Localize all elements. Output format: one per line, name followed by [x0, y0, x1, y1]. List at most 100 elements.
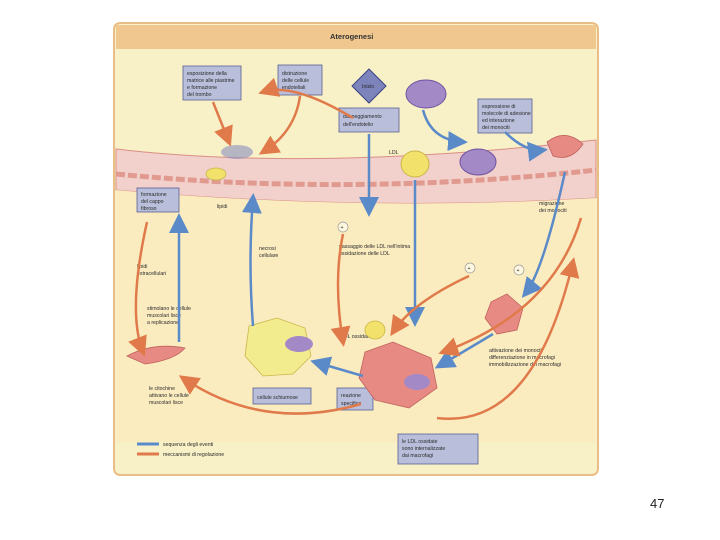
plus-marker: + [513, 264, 525, 276]
orange-arrow [128, 221, 149, 357]
svg-text:Inizio: Inizio [362, 84, 374, 90]
svg-text:lipidi: lipidi [137, 264, 147, 270]
intima-region [116, 190, 596, 442]
blue-arrow [504, 131, 548, 162]
macrophage-nucleus [404, 374, 430, 390]
macrophage-cell [358, 341, 438, 409]
box-adhesion-molecules: espressione di molecole di adesione ed i… [477, 98, 533, 134]
orange-arrow [390, 274, 470, 337]
svg-text:danneggiamento: danneggiamento [343, 114, 382, 120]
svg-text:dei monociti: dei monociti [482, 125, 510, 131]
svg-text:reazione: reazione [341, 393, 361, 399]
blue-arrow [241, 193, 262, 327]
label-ldl: LDL [389, 150, 399, 156]
svg-text:migrazione: migrazione [539, 201, 564, 207]
svg-text:endoteliali: endoteliali [282, 85, 305, 91]
monocyte-adhering [459, 148, 497, 176]
svg-text:dell'endotelio: dell'endotelio [343, 122, 373, 128]
lipid-droplet [205, 167, 227, 181]
endothelium-line [115, 167, 597, 188]
svg-text:muscolari lisce: muscolari lisce [147, 313, 181, 319]
svg-text:esposizione della: esposizione della [187, 71, 227, 77]
ox-ldl-particle [364, 320, 386, 340]
label-smooth-muscle-recruitment: stimolano le cellule muscolari lisce a r… [147, 306, 191, 326]
svg-text:cellule schiumose: cellule schiumose [257, 395, 298, 401]
monocyte-migrating [546, 135, 584, 158]
start-diamond: Inizio [351, 68, 387, 104]
svg-text:e formazione: e formazione [187, 85, 217, 91]
orange-arrow [438, 217, 583, 357]
svg-text:passaggio delle LDL nell'intim: passaggio delle LDL nell'intima [339, 244, 410, 250]
box-specific-reaction: reazione specifica [336, 387, 374, 411]
box-foam-cells: cellule schiumose [252, 387, 312, 405]
svg-text:+: + [341, 225, 344, 231]
svg-text:dei monociti: dei monociti [539, 208, 567, 214]
svg-text:muscolari lisce: muscolari lisce [149, 400, 183, 406]
orange-arrow [330, 233, 351, 347]
orange-arrow [258, 95, 302, 155]
svg-text:attivazione dei monociti: attivazione dei monociti [489, 348, 543, 354]
svg-text:attivano le cellule: attivano le cellule [149, 393, 189, 399]
svg-text:ed interazione: ed interazione [482, 118, 515, 124]
legend-regulation-label: meccanismi di regolazione [163, 452, 224, 458]
blue-arrow [421, 109, 468, 152]
svg-text:immobilizzazione dei macrofagi: immobilizzazione dei macrofagi [489, 362, 561, 368]
orange-arrow [258, 77, 354, 120]
platelet-cluster [221, 145, 253, 159]
svg-text:sono internalizzate: sono internalizzate [402, 446, 445, 452]
orange-arrow [436, 257, 580, 421]
atherogenesis-figure: Aterogenesi esposizione della matrice al… [113, 22, 599, 476]
svg-text:espressione di: espressione di [482, 104, 515, 110]
svg-text:le citochine: le citochine [149, 386, 175, 392]
box-fibrous-cap: formazione del cappo fibroso [136, 187, 180, 213]
svg-text:fibroso: fibroso [141, 206, 157, 212]
title-bar [116, 25, 596, 49]
svg-text:formazione: formazione [141, 192, 167, 198]
box-platelet-matrix: esposizione della matrice alle piastrine… [182, 65, 242, 101]
orange-arrow [211, 101, 233, 147]
label-ox-ldl: LDL ossidate [341, 334, 371, 340]
svg-text:matrice alle piastrine: matrice alle piastrine [187, 78, 235, 84]
box-ox-ldl-internalized: le LDL ossidate sono internalizzate dai … [397, 433, 479, 465]
svg-text:molecole di adesione: molecole di adesione [482, 111, 531, 117]
activated-monocyte [484, 293, 524, 335]
svg-text:a replicazione: a replicazione [147, 320, 179, 326]
label-ldl-passage: passaggio delle LDL nell'intima ossidazi… [339, 244, 410, 257]
svg-text:distruzione: distruzione [282, 71, 307, 77]
monocyte-cell [405, 79, 447, 109]
svg-text:+: + [517, 268, 520, 274]
blue-arrow [434, 332, 494, 369]
svg-text:del cappo: del cappo [141, 199, 164, 205]
svg-text:dai macrofagi: dai macrofagi [402, 453, 433, 459]
svg-text:del trombo: del trombo [187, 92, 212, 98]
box-endothelial-damage: danneggiamento dell'endotelio [338, 107, 400, 133]
orange-arrow [178, 375, 362, 415]
foam-cell-nucleus [285, 336, 313, 352]
svg-text:+: + [468, 266, 471, 272]
plus-marker: + [464, 262, 476, 274]
foam-cell-cluster [244, 317, 312, 377]
label-lipids: lipidi [217, 204, 227, 210]
label-cytokines: le citochine attivano le cellule muscola… [149, 386, 189, 406]
label-macrophage-activation: attivazione dei monociti differenziazion… [489, 348, 561, 368]
svg-text:stimolano le cellule: stimolano le cellule [147, 306, 191, 312]
blue-arrow [521, 171, 567, 298]
label-lipid-accumulation: lipidi extracellulari [137, 264, 166, 277]
label-necrotic-cells: necrosi cellulare [259, 246, 278, 259]
svg-text:specifica: specifica [341, 401, 361, 407]
plus-marker: + [337, 221, 349, 233]
svg-text:extracellulari: extracellulari [137, 271, 166, 277]
svg-text:cellulare: cellulare [259, 253, 278, 259]
svg-text:delle cellule: delle cellule [282, 78, 309, 84]
svg-text:ossidazione delle LDL: ossidazione delle LDL [339, 251, 390, 257]
diagram-title: Aterogenesi [330, 32, 373, 41]
legend: sequenza degli eventi meccanismi di rego… [137, 442, 224, 458]
svg-text:le LDL ossidate: le LDL ossidate [402, 439, 438, 445]
svg-text:differenziazione in macrofagi: differenziazione in macrofagi [489, 355, 555, 361]
legend-sequence-label: sequenza degli eventi [163, 442, 213, 448]
blue-arrow [310, 356, 364, 378]
label-monocyte-migration: migrazione dei monociti [539, 201, 567, 214]
page-number: 47 [650, 496, 665, 511]
ldl-particle [400, 150, 430, 178]
svg-text:necrosi: necrosi [259, 246, 276, 252]
